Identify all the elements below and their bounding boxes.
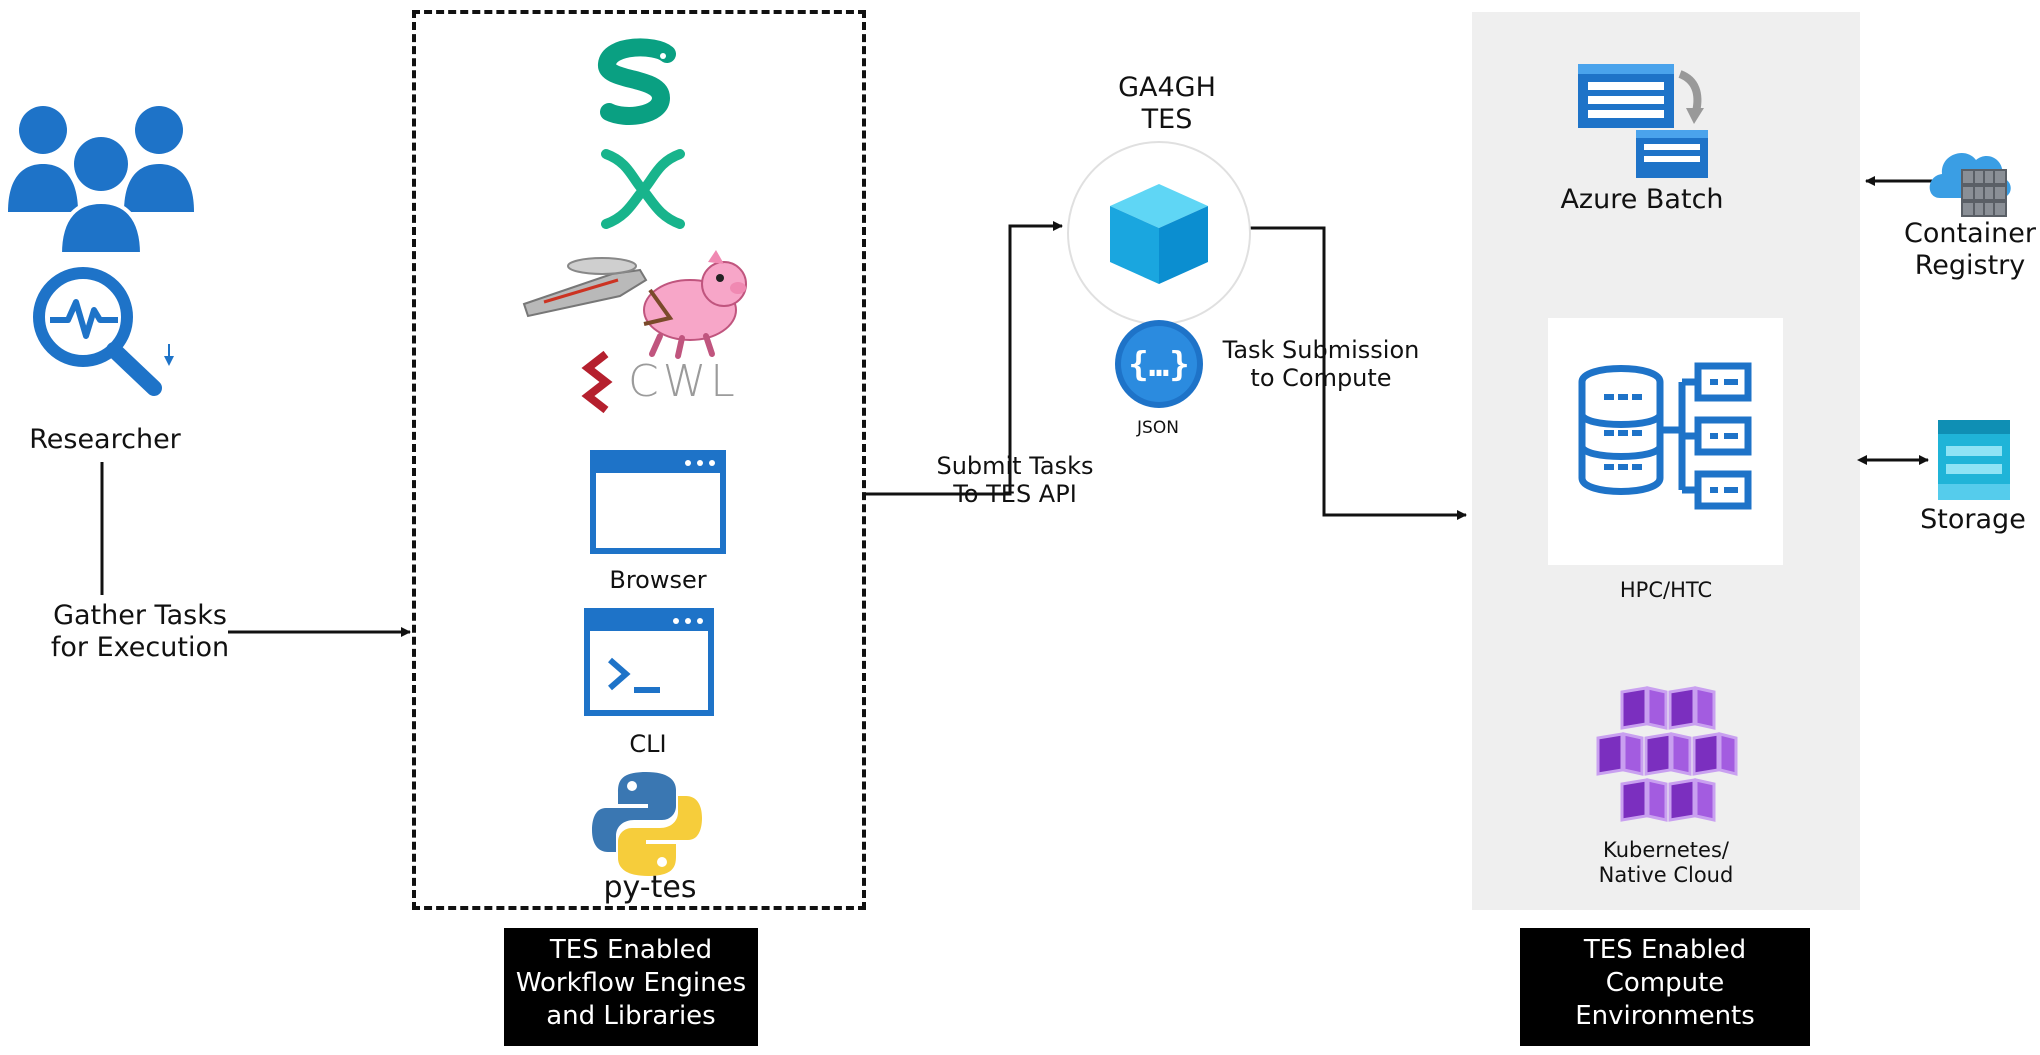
analytics-search-icon xyxy=(33,267,174,396)
hpc-cluster-icon xyxy=(1578,362,1752,510)
cwl-logo-icon xyxy=(581,350,613,414)
container-registry-label: Container Registry xyxy=(1904,218,2036,281)
json-icon: {…} xyxy=(1115,320,1203,408)
compute-environments-caption: TES Enabled Compute Environments xyxy=(1520,928,1810,1046)
submit-tasks-label: Submit Tasks To TES API xyxy=(936,452,1094,509)
browser-label: Browser xyxy=(609,566,707,594)
browser-window-icon xyxy=(590,450,726,554)
storage-icon xyxy=(1938,420,2010,500)
azure-batch-icon xyxy=(1578,64,1708,178)
container-registry-icon xyxy=(1929,152,2011,217)
workflow-engines-group xyxy=(412,10,866,910)
azure-batch-label: Azure Batch xyxy=(1560,184,1724,215)
py-tes-label: py-tes xyxy=(603,870,697,905)
researcher-label: Researcher xyxy=(29,424,181,455)
kubernetes-cluster-icon xyxy=(1596,686,1738,822)
engines-to-tes-arrow xyxy=(866,221,1063,496)
storage-label: Storage xyxy=(1920,504,2026,535)
cli-terminal-icon xyxy=(584,608,714,716)
researchers-group-icon xyxy=(8,106,194,256)
python-logo-icon xyxy=(592,772,702,876)
kubernetes-label: Kubernetes/ Native Cloud xyxy=(1598,838,1734,887)
hpc-htc-label: HPC/HTC xyxy=(1619,578,1713,602)
cli-label: CLI xyxy=(629,730,667,758)
task-submission-label: Task Submission to Compute xyxy=(1222,336,1420,393)
flying-pig-spaceship-logo-icon xyxy=(522,250,747,359)
ga4gh-tes-title: GA4GH TES xyxy=(1118,72,1216,135)
nextflow-logo-icon xyxy=(601,149,685,229)
tes-to-compute-arrow xyxy=(1248,226,1467,520)
json-label: JSON xyxy=(1137,418,1179,438)
workflow-engines-caption: TES Enabled Workflow Engines and Librari… xyxy=(504,928,758,1046)
gather-tasks-label: Gather Tasks for Execution xyxy=(50,600,230,663)
cwl-label: CWL xyxy=(628,356,739,407)
snakemake-logo-icon xyxy=(598,38,676,125)
hpc-card xyxy=(1548,318,1783,565)
tes-service-cube-icon xyxy=(1067,141,1251,325)
svg-text:{…}: {…} xyxy=(1128,345,1189,385)
